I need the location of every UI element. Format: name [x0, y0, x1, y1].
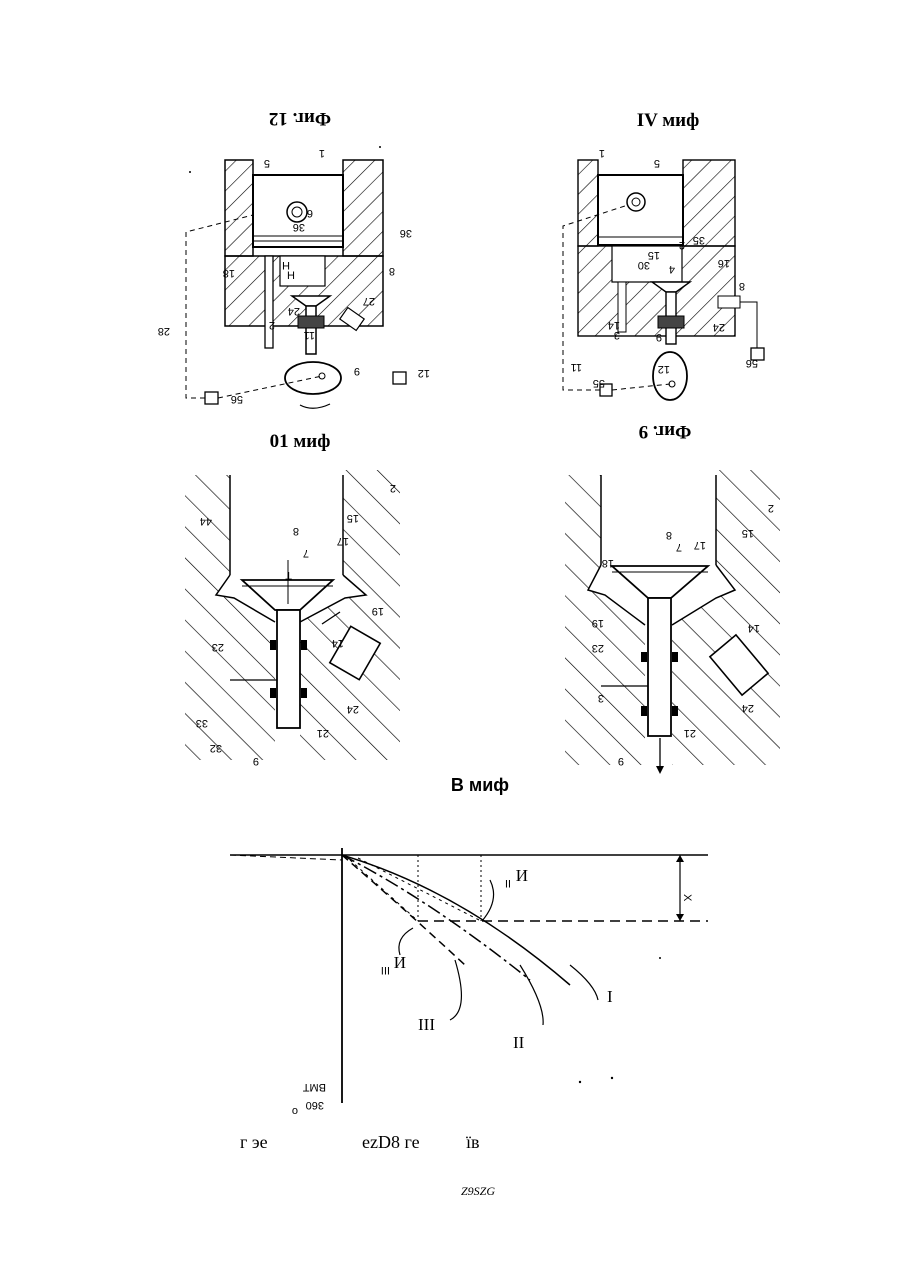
ref-numeral: 55: [593, 377, 605, 389]
ref-numeral: 5: [654, 157, 660, 169]
svg-text:III: III: [381, 964, 390, 976]
curve-II: [342, 855, 530, 980]
ref-numeral: 28: [158, 325, 170, 337]
ref-numeral: 24: [742, 702, 754, 714]
footer-text-left: г эе: [240, 1132, 268, 1152]
ref-numeral: 19: [592, 617, 604, 629]
ref-numeral: 9: [354, 365, 360, 377]
figure-9: 2 15 8 17 7 18 19 23 14 3 24 21 9: [565, 470, 780, 774]
ref-numeral: 12: [658, 363, 670, 375]
curve-I-label: I: [607, 987, 613, 1006]
footer-text-right: їв: [466, 1132, 480, 1152]
page-number: Z9SZG: [461, 1184, 495, 1198]
ref-numeral: 24: [288, 305, 300, 317]
ref-numeral: 6: [307, 207, 313, 219]
figure-10-caption: 01 миф: [270, 431, 331, 452]
ref-numeral: 36: [293, 221, 305, 233]
sensor-56: [393, 372, 406, 384]
figure-8-caption: В миф: [451, 775, 509, 795]
ref-numeral: 8: [389, 265, 395, 277]
ref-numeral: 9: [618, 755, 624, 767]
ref-numeral: 3: [614, 329, 620, 341]
curve-III: [342, 855, 465, 965]
ref-numeral: 24: [713, 321, 725, 333]
ref-numeral: 44: [200, 515, 212, 527]
point-label-III: И: [394, 953, 406, 972]
curve-III-label: III: [418, 1015, 435, 1034]
ref-numeral: 21: [317, 727, 329, 739]
ref-numeral: 3: [598, 692, 604, 704]
ref-numeral: 12: [418, 367, 430, 379]
valve-stem-10: [277, 610, 300, 728]
figure-12-caption: Фиг. 12: [269, 108, 331, 129]
ref-numeral: 35: [693, 234, 705, 246]
ref-numeral: 21: [684, 727, 696, 739]
ref-numeral: 1: [319, 147, 325, 159]
ref-numeral: 24: [347, 703, 359, 715]
ref-numeral: 8: [666, 529, 672, 541]
ref-numeral: T: [285, 569, 292, 581]
ref-numeral: 15: [742, 527, 754, 539]
ref-numeral: 14: [332, 637, 344, 649]
ref-numeral: 1: [599, 147, 605, 159]
ref-numeral: 5: [264, 157, 270, 169]
bmt-label: ВМТ: [303, 1081, 327, 1093]
valve-head-9: [612, 566, 708, 598]
bmt-angle-label: 360: [306, 1099, 324, 1111]
ref-numeral: 4: [669, 263, 675, 275]
ref-numeral: 17: [694, 539, 706, 551]
curve-II-label: II: [513, 1033, 525, 1052]
ref-numeral: 36: [400, 227, 412, 239]
point-label-II: И: [516, 866, 528, 885]
ref-numeral: 23: [592, 642, 604, 654]
dimension-x-label: X: [681, 894, 693, 902]
svg-text:II: II: [505, 877, 511, 889]
footer-text-middle: ezD8 ге: [362, 1132, 420, 1152]
figure-9-caption: Фиг. 9: [639, 421, 692, 442]
cylinder-wall-left: [225, 160, 253, 256]
cam-11: [653, 352, 687, 400]
ref-numeral: 14: [748, 622, 760, 634]
control-unit-55: [205, 392, 218, 404]
ref-numeral: 7: [676, 541, 682, 553]
figure-11: IV миф 1 5 2 35 15 30 16 4 8 14: [563, 110, 764, 442]
valve-stem-9: [648, 598, 671, 736]
svg-text:о: о: [292, 1105, 298, 1117]
ref-numeral: 56: [746, 357, 758, 369]
cylinder-wall-right: [343, 160, 383, 256]
ref-numeral: 18: [602, 557, 614, 569]
cam-12: [285, 362, 341, 394]
ref-numeral: 9: [253, 755, 259, 767]
ref-numeral: 16: [718, 257, 730, 269]
ref-numeral: 8: [739, 280, 745, 292]
ref-numeral: 11: [571, 361, 582, 373]
ref-numeral: 7: [303, 547, 309, 559]
ref-numeral: 15: [347, 512, 359, 524]
ref-numeral: 9: [656, 331, 662, 343]
ref-numeral: 27: [363, 295, 375, 307]
ref-numeral: H: [282, 259, 290, 271]
ref-numeral: 33: [196, 717, 208, 729]
ref-numeral: 8: [293, 525, 299, 537]
figure-12: Фиг. 12 H 1 5 6 36: [158, 108, 430, 408]
ref-numeral: 2: [679, 239, 685, 251]
ref-numeral: 18: [223, 267, 235, 279]
ref-numeral: 2: [390, 482, 396, 494]
ref-numeral: 23: [212, 641, 224, 653]
ref-numeral: 2: [269, 319, 275, 331]
ref-numeral: 19: [372, 605, 384, 617]
ref-numeral: 17: [337, 535, 349, 547]
ref-numeral: 56: [231, 393, 243, 405]
figure-10: 2 15 8 17 7 44 T 19 23 14 24 33 32 21 9: [185, 470, 400, 767]
figure-11-caption: IV миф: [637, 110, 700, 131]
ref-numeral: 32: [210, 742, 222, 754]
ref-numeral: 11: [304, 329, 315, 341]
ref-numeral: 2: [768, 502, 774, 514]
ref-numeral: 30: [638, 259, 650, 271]
